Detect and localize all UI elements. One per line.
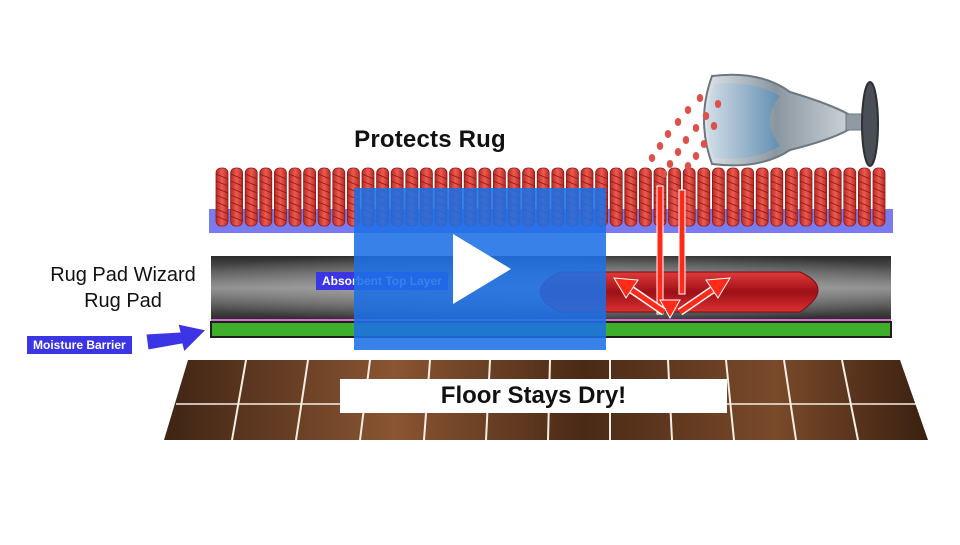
rug-fiber xyxy=(332,167,346,227)
rug-fiber xyxy=(303,167,317,227)
liquid-drop xyxy=(656,142,664,150)
rug-fiber xyxy=(609,167,623,227)
rug-fiber xyxy=(726,167,740,227)
liquid-drop xyxy=(710,122,718,130)
rug-fiber xyxy=(624,167,638,227)
rug-fiber xyxy=(799,167,813,227)
wine-glass-icon xyxy=(703,73,879,167)
liquid-drop xyxy=(714,100,722,108)
rug-fiber xyxy=(273,167,287,227)
rug-fiber xyxy=(259,167,273,227)
liquid-drop xyxy=(684,162,692,170)
rug-fiber xyxy=(755,167,769,227)
liquid-drop xyxy=(660,170,668,178)
rug-fiber xyxy=(872,167,886,227)
rug-fiber xyxy=(244,167,258,227)
floor-stays-dry-label: Floor Stays Dry! xyxy=(340,379,727,413)
rug-fiber xyxy=(814,167,827,227)
liquid-drop xyxy=(648,154,656,162)
rug-fiber xyxy=(828,167,842,227)
liquid-drop xyxy=(684,106,692,114)
moisture-barrier-label: Moisture Barrier xyxy=(27,336,132,354)
play-video-button[interactable] xyxy=(354,188,606,350)
rug-fiber xyxy=(858,167,871,227)
liquid-drop xyxy=(702,112,710,120)
liquid-drop xyxy=(696,94,704,102)
rug-fiber xyxy=(712,167,725,227)
rug-fiber xyxy=(741,167,754,227)
rug-fiber xyxy=(770,167,784,227)
liquid-drop xyxy=(700,140,708,148)
rug-fiber xyxy=(317,167,331,227)
rug-pad-wizard-line2: Rug Pad xyxy=(84,290,162,312)
rug-fiber xyxy=(843,167,857,227)
liquid-drop xyxy=(674,118,682,126)
rug-fiber xyxy=(288,167,302,227)
liquid-drop xyxy=(682,136,690,144)
liquid-drops xyxy=(648,94,722,178)
liquid-drop xyxy=(692,152,700,160)
rug-pad-wizard-label: Rug Pad Wizard Rug Pad xyxy=(28,262,218,314)
rug-pad-wizard-line1: Rug Pad Wizard xyxy=(50,264,196,286)
liquid-drop xyxy=(666,160,674,168)
liquid-flow-arrows xyxy=(613,185,731,320)
liquid-drop xyxy=(692,124,700,132)
liquid-drop xyxy=(664,130,672,138)
rug-fiber xyxy=(230,167,244,227)
rug-fiber xyxy=(697,167,711,227)
play-icon xyxy=(453,234,511,304)
protects-rug-label: Protects Rug xyxy=(354,126,506,153)
rug-fiber xyxy=(215,167,229,227)
liquid-drop xyxy=(674,148,682,156)
rug-fiber xyxy=(785,167,798,227)
rug-fiber xyxy=(639,167,652,227)
